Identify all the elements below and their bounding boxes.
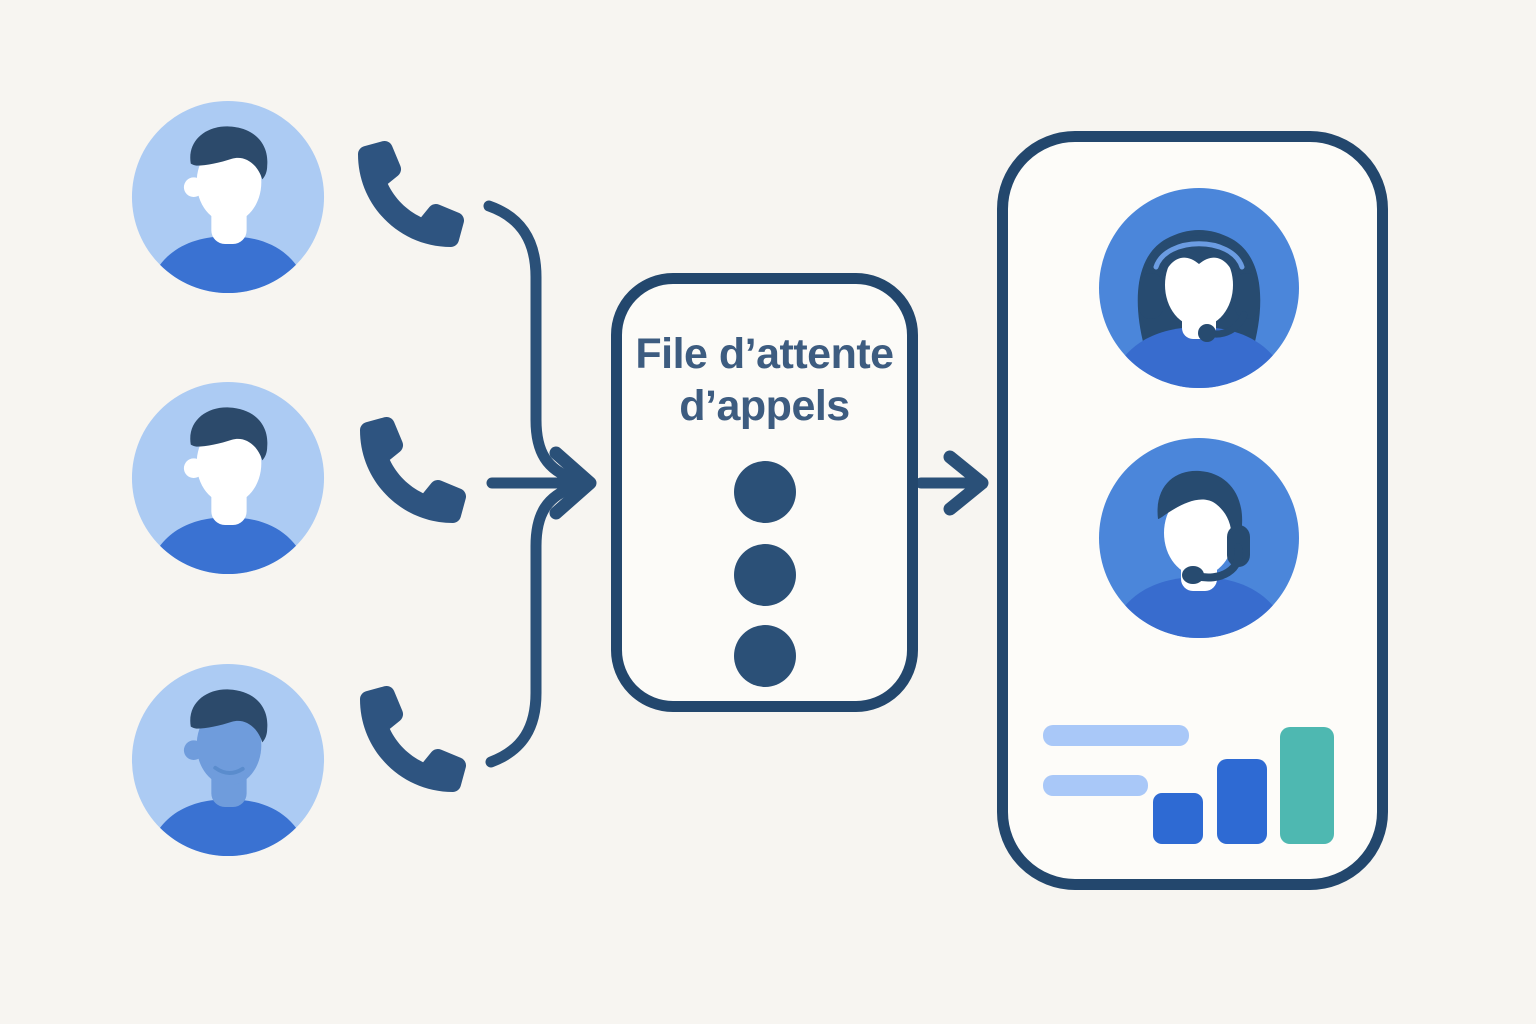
caller-avatar-3 xyxy=(131,663,325,857)
chart-bar-small xyxy=(1153,793,1203,844)
queue-dot-3 xyxy=(734,625,796,687)
headset-earpiece-right xyxy=(1235,273,1259,319)
caller-hair xyxy=(190,407,268,461)
phone-handset-icon-1 xyxy=(358,141,464,247)
mic-icon xyxy=(1182,566,1204,584)
caller-avatar-1 xyxy=(131,100,325,294)
connector-caller1 xyxy=(483,200,580,485)
queue-to-agents-arrowhead-icon xyxy=(943,450,989,516)
agent-hair xyxy=(1157,470,1243,561)
agent-face xyxy=(1165,243,1233,327)
skeleton-line-1 xyxy=(1043,725,1189,746)
queue-dot-2 xyxy=(734,544,796,606)
caller-avatar-2 xyxy=(131,381,325,575)
agent-face xyxy=(1164,490,1234,576)
connector-caller3 xyxy=(485,481,580,768)
call-queue-label: File d’attente d’appels xyxy=(611,328,918,432)
caller-hair xyxy=(190,126,268,180)
queue-dot-1 xyxy=(734,461,796,523)
agent-stats-chart xyxy=(1043,725,1334,844)
agent-avatar-female xyxy=(1099,188,1299,388)
caller-hair xyxy=(190,689,268,743)
caller-smile xyxy=(213,765,245,775)
phone-handset-icon-3 xyxy=(360,686,466,792)
merge-arrowhead-icon xyxy=(549,446,597,520)
skeleton-line-2 xyxy=(1043,775,1148,796)
headband-stripe xyxy=(1153,241,1245,270)
agent-avatar-male xyxy=(1099,438,1299,638)
chart-bar-large xyxy=(1280,727,1334,844)
headset-earpiece-left xyxy=(1139,273,1163,319)
chart-bar-medium xyxy=(1217,759,1267,844)
phone-handset-icon-2 xyxy=(360,417,466,523)
mic-icon xyxy=(1198,324,1216,342)
call-queue-label-line1: File d’attente xyxy=(635,330,894,378)
call-queue-label-line2: d’appels xyxy=(679,382,850,430)
